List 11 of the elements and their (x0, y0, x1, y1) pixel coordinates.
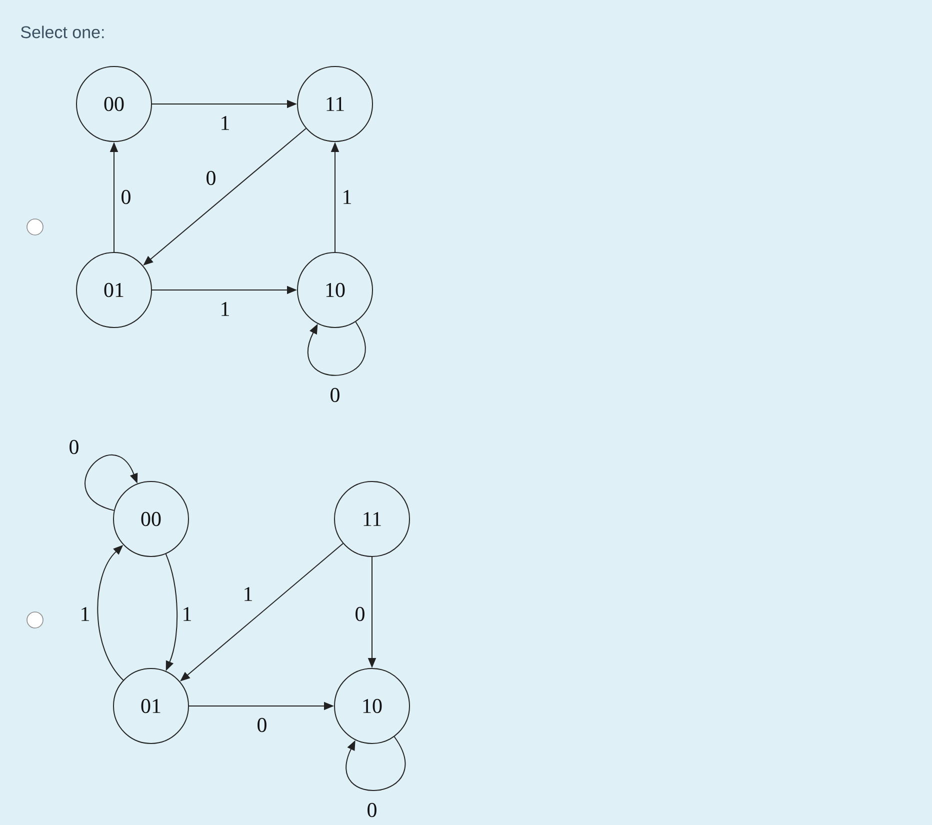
edge-label: 1 (218, 301, 232, 317)
edge-label: 0 (68, 438, 80, 456)
self-loop-arrow (308, 321, 366, 376)
edge-label: 1 (242, 586, 254, 602)
self-loop-arrow (346, 736, 406, 791)
edge-label: 1 (340, 189, 354, 205)
edge-label: 1 (78, 606, 92, 622)
prompt-text: Select one: (20, 26, 104, 38)
edge-label: 1 (180, 606, 194, 622)
self-loop-arrow (84, 454, 138, 511)
edge-label: 1 (218, 115, 232, 131)
